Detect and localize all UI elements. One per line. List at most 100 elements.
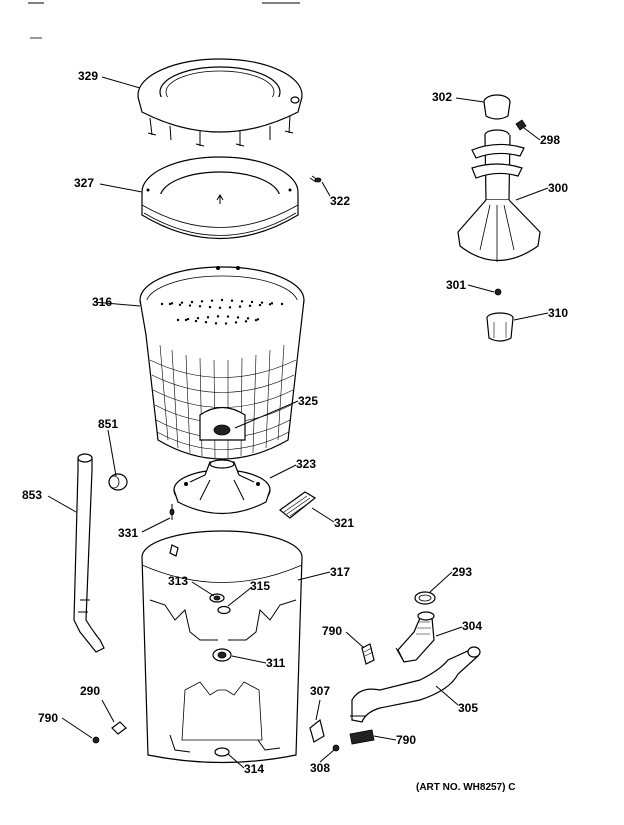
hose-853 xyxy=(73,453,105,653)
label-302: 302 xyxy=(432,90,452,104)
basket-perforation xyxy=(180,301,184,304)
clamp-790-bottom xyxy=(349,729,375,745)
label-304: 304 xyxy=(462,619,482,633)
label-790-left: 790 xyxy=(38,711,58,725)
basket-perforation xyxy=(188,304,192,307)
basket-perforation xyxy=(210,299,214,302)
basket-perforation xyxy=(200,300,204,303)
basket-perforation xyxy=(216,315,220,318)
washer-314 xyxy=(214,747,230,757)
plug-290 xyxy=(111,721,127,735)
leader-lines xyxy=(47,76,549,769)
cam-310 xyxy=(486,312,514,342)
label-298: 298 xyxy=(540,133,560,147)
label-305: 305 xyxy=(458,701,478,715)
label-293: 293 xyxy=(452,565,472,579)
basket-perforation xyxy=(178,303,182,306)
clamp-293 xyxy=(414,591,436,605)
agitator-base-323 xyxy=(173,459,271,515)
bracket-307 xyxy=(309,718,325,743)
label-329: 329 xyxy=(78,69,98,83)
hose-305 xyxy=(350,646,481,723)
art-number: (ART NO. WH8257) C xyxy=(416,782,515,793)
label-307: 307 xyxy=(310,684,330,698)
basket-perforation xyxy=(220,298,224,302)
label-317: 317 xyxy=(330,565,350,579)
basket-perforation xyxy=(246,317,250,320)
label-790-bottom: 790 xyxy=(396,733,416,747)
basket-perforation xyxy=(268,303,272,306)
basket-perforation xyxy=(280,302,284,306)
hose-304 xyxy=(395,611,435,663)
label-853: 853 xyxy=(22,488,42,502)
outer-tub-317 xyxy=(141,530,303,764)
basket-perforation xyxy=(224,322,228,325)
label-311: 311 xyxy=(266,656,286,670)
label-290: 290 xyxy=(80,684,100,698)
label-327: 327 xyxy=(74,176,94,190)
cap-302 xyxy=(483,94,511,120)
screw-301 xyxy=(494,288,502,296)
label-331: 331 xyxy=(118,526,138,540)
basket-perforation xyxy=(186,317,190,321)
label-790-mid: 790 xyxy=(322,624,342,638)
basket-perforation xyxy=(240,300,244,303)
nut-851 xyxy=(108,473,128,491)
label-300: 300 xyxy=(548,181,568,195)
label-308: 308 xyxy=(310,761,330,775)
washer-315 xyxy=(217,605,231,615)
basket-perforation xyxy=(236,316,240,319)
label-310: 310 xyxy=(548,306,568,320)
clamp-790-left xyxy=(92,736,100,744)
basket-perforation xyxy=(160,302,164,306)
balance-ring-327 xyxy=(141,156,299,240)
label-316: 316 xyxy=(92,295,112,309)
basket-perforation xyxy=(208,305,212,309)
basket-perforation xyxy=(184,318,188,322)
basket-perforation xyxy=(238,305,242,308)
basket-perforation xyxy=(228,306,232,309)
basket-perforation xyxy=(270,302,274,305)
pin-331 xyxy=(169,504,175,520)
label-314: 314 xyxy=(244,762,264,776)
basket-perforation xyxy=(230,299,234,302)
basket-perforation xyxy=(256,318,260,321)
basket-perforation xyxy=(234,321,238,324)
basket-perforation xyxy=(168,302,172,306)
basket-perforation xyxy=(260,301,264,304)
screw-308 xyxy=(332,744,340,752)
basket-perforation xyxy=(196,316,200,320)
label-322: 322 xyxy=(330,194,350,208)
basket-perforation xyxy=(214,322,218,325)
tub-cover-329 xyxy=(137,58,303,147)
label-851: 851 xyxy=(98,417,118,431)
label-325: 325 xyxy=(298,394,318,408)
nut-311 xyxy=(212,648,232,662)
clamp-790-mid xyxy=(361,643,375,665)
label-313: 313 xyxy=(168,574,188,588)
screw-322 xyxy=(309,175,322,183)
label-301: 301 xyxy=(446,278,466,292)
label-323: 323 xyxy=(296,457,316,471)
basket-perforation xyxy=(248,304,252,308)
basket-perforation xyxy=(258,303,262,307)
basket-perforation xyxy=(198,305,202,308)
basket-perforation xyxy=(170,302,174,305)
basket-perforation xyxy=(176,318,180,322)
basket-perforation xyxy=(194,319,198,323)
basket-perforation xyxy=(244,320,248,323)
agitator-300 xyxy=(457,129,541,262)
label-321: 321 xyxy=(334,516,354,530)
pad-321 xyxy=(279,491,317,519)
basket-perforation xyxy=(218,306,222,310)
basket-perforation xyxy=(250,300,254,304)
basket-316 xyxy=(139,266,305,460)
basket-perforation xyxy=(190,300,194,304)
screw-298 xyxy=(515,119,527,131)
label-315: 315 xyxy=(250,579,270,593)
basket-perforation xyxy=(226,315,230,318)
basket-perforation xyxy=(204,321,208,324)
basket-perforation xyxy=(206,316,210,319)
basket-perforation xyxy=(254,319,258,322)
